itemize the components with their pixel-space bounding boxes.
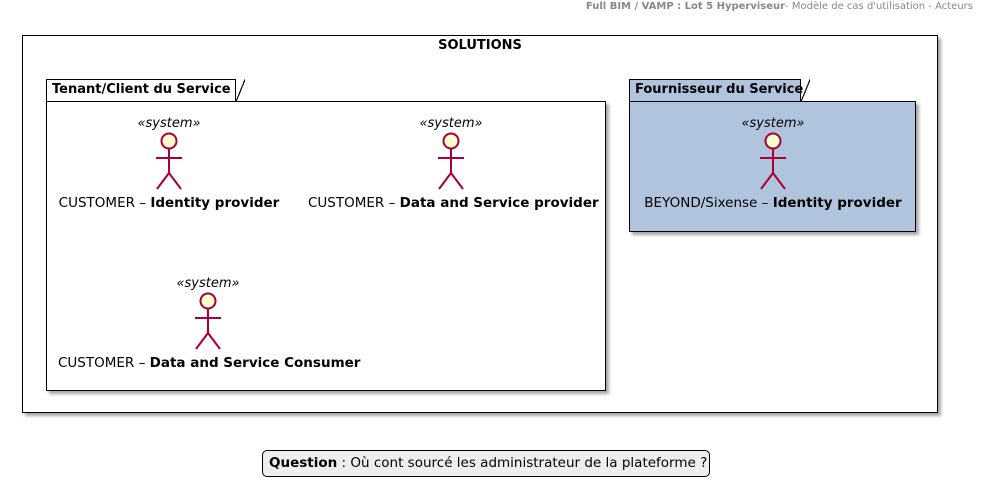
actor-name: Data and Service provider <box>399 195 599 211</box>
actor-owner: CUSTOMER – <box>58 195 151 211</box>
solutions-title: SOLUTIONS <box>438 38 522 53</box>
actor-stick-figure-icon <box>195 292 221 350</box>
tenant-package-title: Tenant/Client du Service <box>52 82 231 97</box>
actor-owner: CUSTOMER – <box>58 355 150 371</box>
actor-stereotype: «system» <box>137 116 201 131</box>
actor-customer-identity-provider: «system» CUSTOMER – Identity provider <box>58 116 280 211</box>
provider-package-tab: Fournisseur du Service <box>629 78 810 101</box>
actor-stereotype: «system» <box>176 276 240 291</box>
project-title: Full BIM / VAMP : Lot 5 Hyperviseur <box>585 1 786 12</box>
tenant-package <box>46 101 606 391</box>
actor-name: Data and Service Consumer <box>149 355 361 371</box>
provider-package-title: Fournisseur du Service <box>635 82 804 97</box>
actor-customer-data-service-provider: «system» CUSTOMER – Data and Service pro… <box>308 116 599 211</box>
actor-customer-data-service-consumer: «system» CUSTOMER – Data and Service Con… <box>58 276 361 371</box>
actor-stick-figure-icon <box>760 132 786 190</box>
diagram-header: Full BIM / VAMP : Lot 5 Hyperviseur- Mod… <box>586 1 973 12</box>
diagram-subtitle: - Modèle de cas d'utilisation - Acteurs <box>785 1 973 12</box>
actor-beyond-identity-provider: «system» BEYOND/Sixense – Identity provi… <box>640 116 906 211</box>
note-text: : Où cont sourcé les administrateur de l… <box>337 455 708 471</box>
actor-name: Identity provider <box>772 195 902 211</box>
actor-name: Identity provider <box>150 195 280 211</box>
actor-owner: BEYOND/Sixense – <box>644 195 773 211</box>
actor-stereotype: «system» <box>741 116 805 131</box>
actor-stick-figure-icon <box>438 132 464 190</box>
question-note: Question : Où cont sourcé les administra… <box>262 450 710 477</box>
actor-stick-figure-icon <box>156 132 182 190</box>
note-label: Question <box>269 455 338 471</box>
actor-stereotype: «system» <box>419 116 483 131</box>
tenant-package-tab: Tenant/Client du Service <box>46 78 245 101</box>
actor-owner: CUSTOMER – <box>308 195 400 211</box>
